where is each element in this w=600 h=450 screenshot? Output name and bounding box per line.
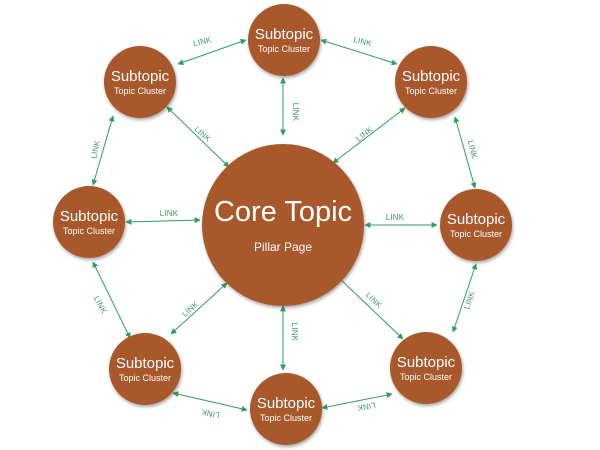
subtopic-subtitle: Topic Cluster <box>404 85 458 96</box>
link-right-bottom-right <box>451 263 478 333</box>
subtopic-title: Subtopic <box>115 354 175 372</box>
link-core-bottom-left <box>170 282 228 335</box>
link-label: LINK <box>356 400 376 412</box>
core-topic-title: Core Topic <box>213 196 353 228</box>
subtopic-node-right: Subtopic Topic Cluster <box>440 189 512 261</box>
link-label: LINK <box>352 35 373 48</box>
subtopic-subtitle: Topic Cluster <box>113 85 167 96</box>
subtopic-title: Subtopic <box>401 67 461 85</box>
subtopic-node-left: Subtopic Topic Cluster <box>53 186 125 258</box>
subtopic-title: Subtopic <box>110 67 170 85</box>
subtopic-node-top: Subtopic Topic Cluster <box>248 4 320 76</box>
link-label: LINK <box>89 139 102 160</box>
subtopic-title: Subtopic <box>59 207 119 225</box>
link-label: LINK <box>291 103 300 122</box>
core-topic-subtitle: Pillar Page <box>253 240 313 254</box>
link-top-right-right <box>453 116 477 189</box>
subtopic-subtitle: Topic Cluster <box>257 43 311 54</box>
link-top-top-right <box>320 38 398 66</box>
subtopic-subtitle: Topic Cluster <box>62 225 116 236</box>
link-bottom-left-left <box>92 261 131 339</box>
link-core-left <box>125 217 201 225</box>
subtopic-subtitle: Topic Cluster <box>259 412 313 423</box>
link-label: LINK <box>462 290 476 311</box>
link-label: LINK <box>386 213 405 222</box>
link-label: LINK <box>290 323 299 342</box>
subtopic-node-bottom-right: Subtopic Topic Cluster <box>390 332 462 404</box>
link-core-top-right <box>332 107 406 164</box>
link-label: LINK <box>364 291 384 311</box>
subtopic-title: Subtopic <box>446 210 506 228</box>
link-top-left-top <box>177 38 247 66</box>
link-core-bottom-right <box>336 275 404 340</box>
link-core-top-left <box>166 106 230 168</box>
subtopic-node-bottom: Subtopic Topic Cluster <box>250 373 322 445</box>
subtopic-title: Subtopic <box>256 394 316 412</box>
link-bottom-right-bottom <box>321 392 393 410</box>
link-label: LINK <box>200 407 221 420</box>
link-label: LINK <box>466 139 479 160</box>
subtopic-subtitle: Topic Cluster <box>118 372 172 383</box>
core-topic-node: Core Topic Pillar Page <box>202 144 364 306</box>
link-left-top-left <box>91 115 115 186</box>
link-label: LINK <box>160 209 179 218</box>
subtopic-subtitle: Topic Cluster <box>399 371 453 382</box>
link-label: LINK <box>192 35 213 48</box>
link-label: LINK <box>354 124 375 143</box>
subtopic-node-top-right: Subtopic Topic Cluster <box>395 46 467 118</box>
subtopic-title: Subtopic <box>254 25 314 43</box>
link-bottom-bottom-left <box>172 391 248 412</box>
subtopic-title: Subtopic <box>396 353 456 371</box>
subtopic-node-bottom-left: Subtopic Topic Cluster <box>109 333 181 405</box>
link-label: LINK <box>92 295 109 316</box>
subtopic-node-top-left: Subtopic Topic Cluster <box>104 46 176 118</box>
subtopic-subtitle: Topic Cluster <box>449 228 503 239</box>
